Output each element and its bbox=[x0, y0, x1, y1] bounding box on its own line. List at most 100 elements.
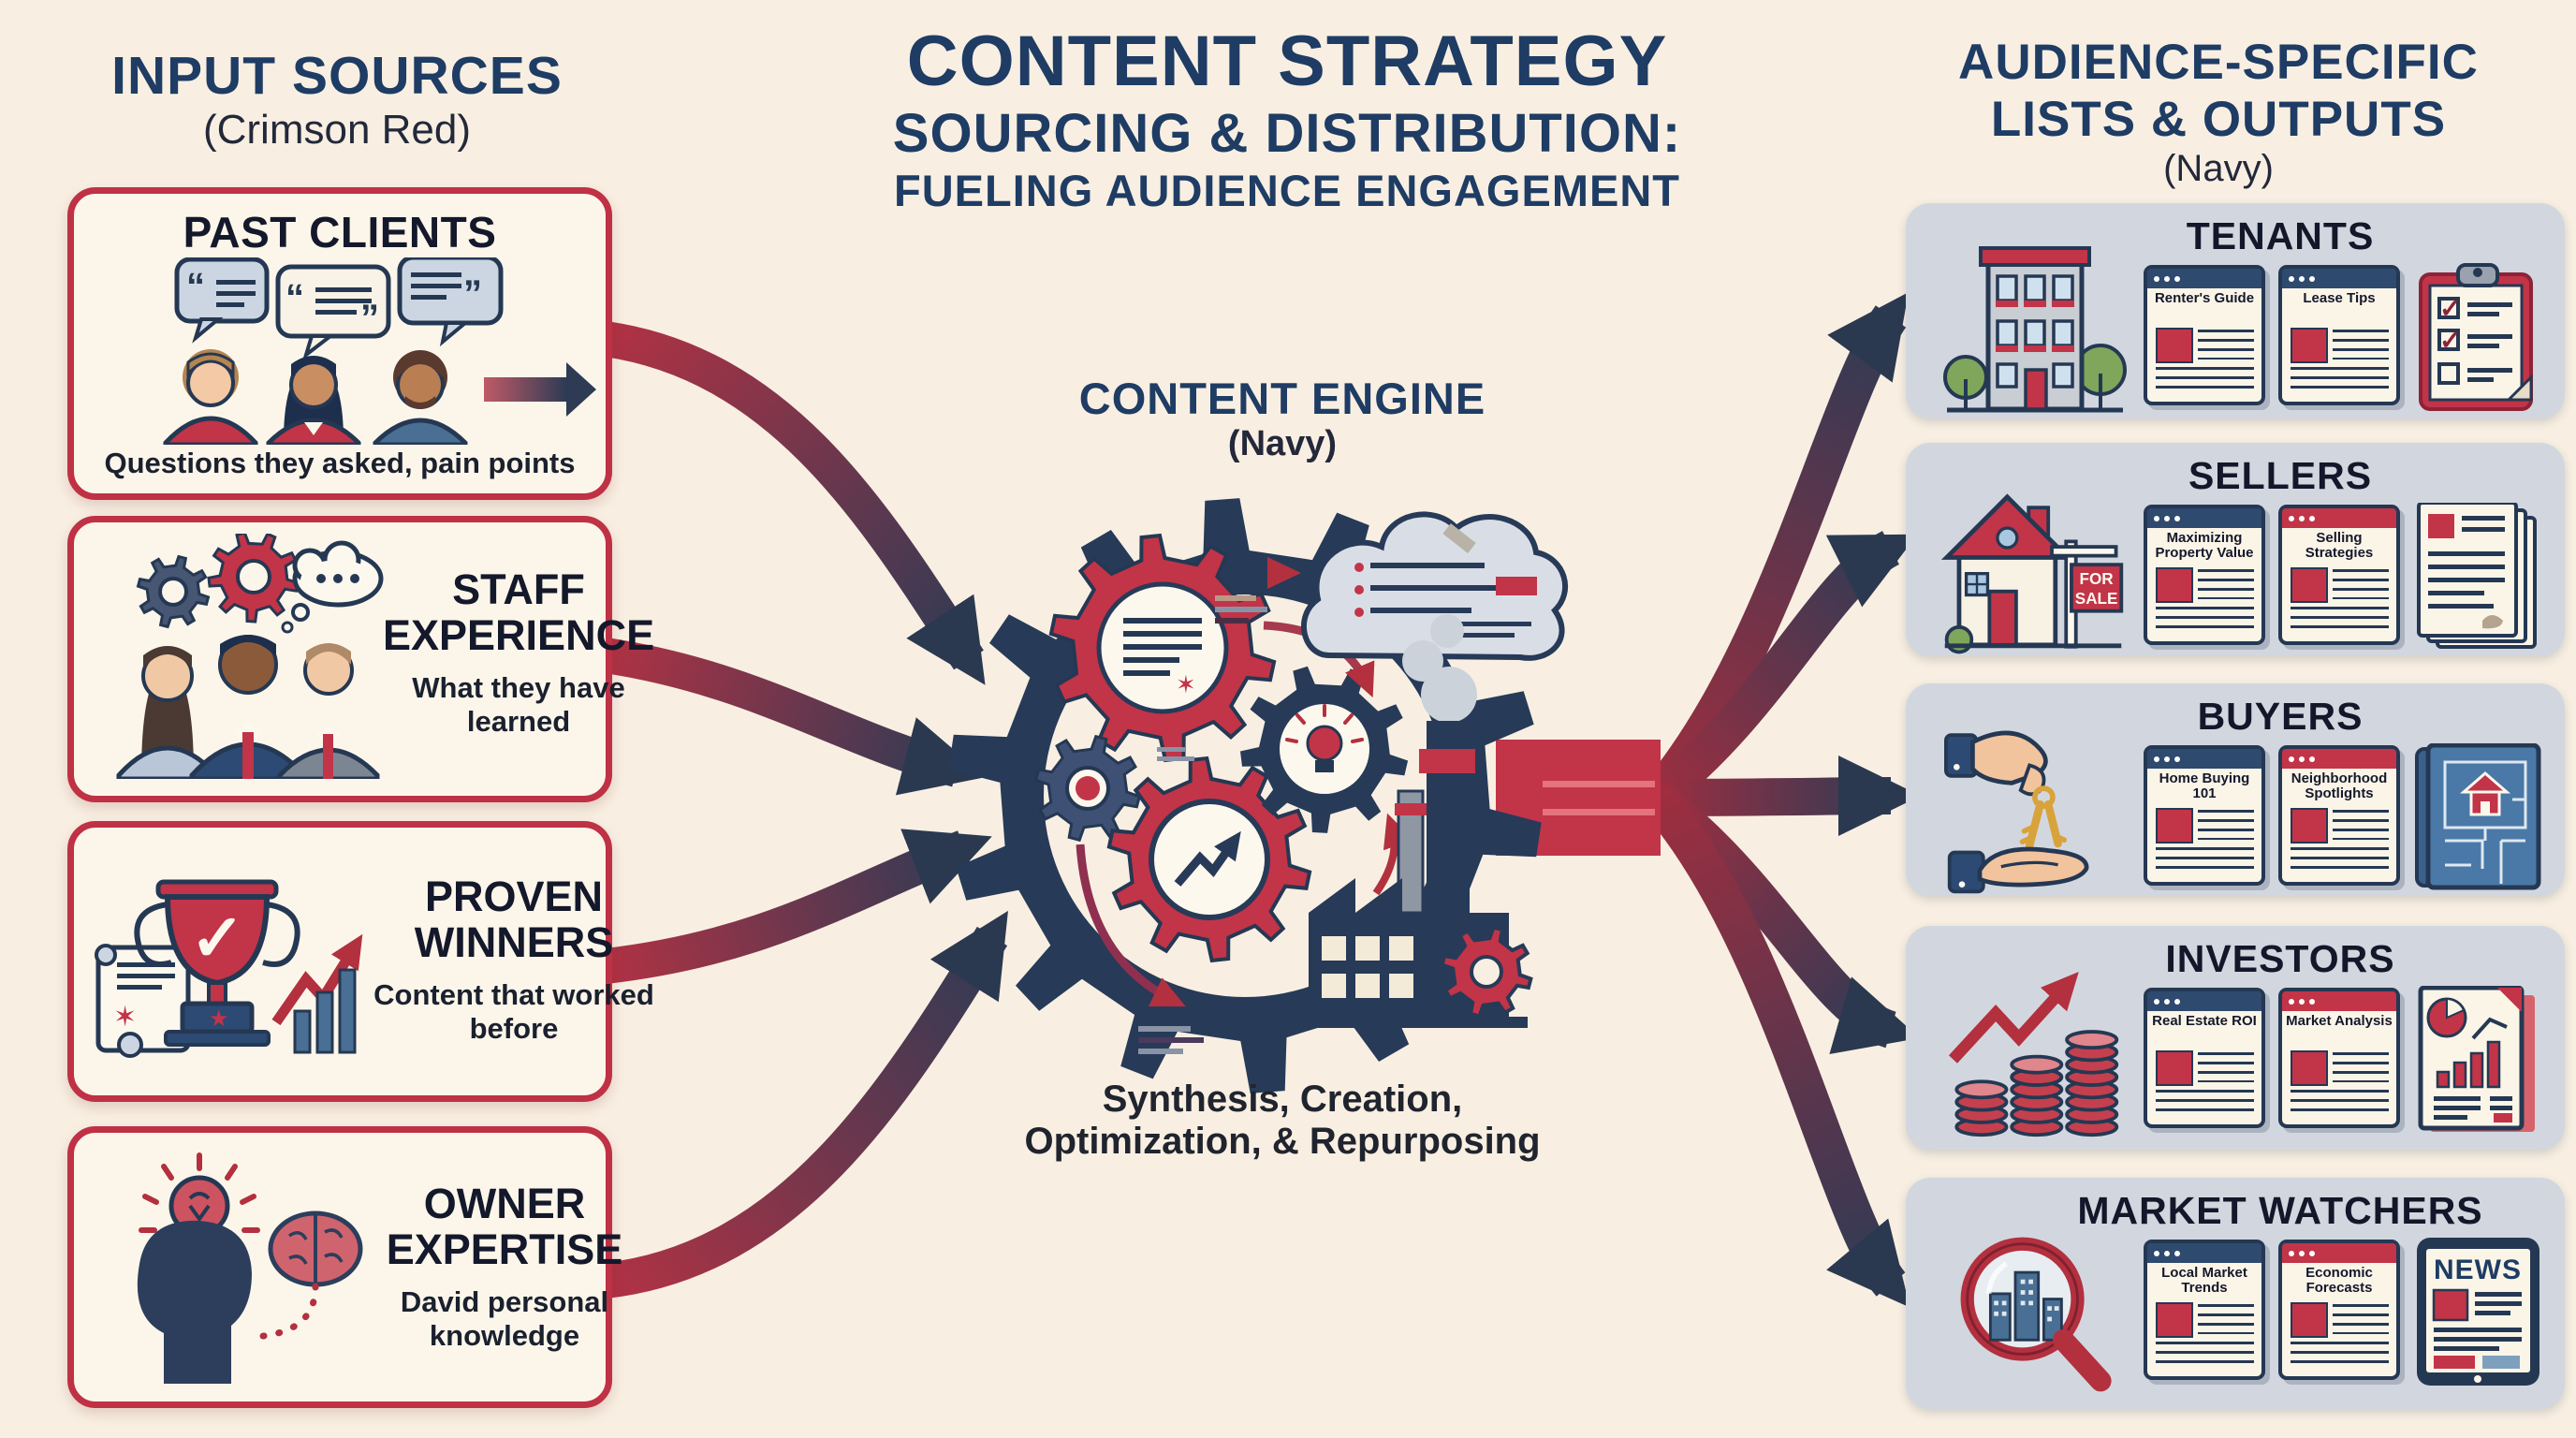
investors-card-market-analysis: Market Analysis bbox=[2278, 988, 2400, 1128]
clients-people-icon bbox=[163, 349, 468, 445]
main-title-line3: FUELING AUDIENCE ENGAGEMENT bbox=[894, 166, 1680, 215]
svg-text:✶: ✶ bbox=[113, 1002, 137, 1033]
sellers-card-maximizing-value: Maximizing Property Value bbox=[2144, 505, 2265, 645]
owner-expertise-title-line2: EXPERTISE bbox=[386, 1225, 623, 1273]
svg-text:”: ” bbox=[360, 298, 379, 339]
tenants-card-lease-tips: Lease Tips bbox=[2278, 265, 2400, 405]
idea-gear-icon bbox=[1240, 666, 1409, 833]
staff-experience-title-line2: EXPERIENCE bbox=[383, 610, 655, 659]
market-watchers-card-economic-forecasts: Economic Forecasts bbox=[2278, 1240, 2400, 1380]
card-label: Market Analysis bbox=[2286, 1014, 2393, 1029]
speech-bubbles-icon: “ “ ” ” bbox=[174, 257, 504, 360]
chart-gear-icon bbox=[1106, 756, 1312, 963]
card-label: Real Estate ROI bbox=[2152, 1014, 2257, 1029]
main-title: CONTENT STRATEGY SOURCING & DISTRIBUTION… bbox=[805, 21, 1769, 216]
svg-text:”: ” bbox=[463, 273, 482, 315]
audience-title-line1: AUDIENCE-SPECIFIC bbox=[1958, 35, 2479, 90]
card-label: Maximizing Property Value bbox=[2155, 531, 2254, 561]
output-flow-arrows bbox=[1640, 292, 1921, 1308]
svg-text:★: ★ bbox=[209, 1006, 229, 1032]
card-label: Home Buying 101 bbox=[2159, 771, 2250, 801]
content-engine-title: CONTENT ENGINE bbox=[1078, 374, 1486, 423]
input-sources-subtitle: (Crimson Red) bbox=[202, 107, 472, 153]
svg-text:“: “ bbox=[285, 277, 304, 318]
staff-experience-icon bbox=[116, 534, 384, 779]
card-label: Neighborhood Spotlights bbox=[2291, 771, 2388, 801]
buyers-card-neighborhood-spotlights: Neighborhood Spotlights bbox=[2278, 745, 2400, 886]
market-watchers-title: MARKET WATCHERS bbox=[2077, 1189, 2483, 1232]
news-tablet-icon: NEWS bbox=[2417, 1238, 2539, 1386]
input-box-owner-expertise: OWNER EXPERTISE David personal knowledge bbox=[67, 1126, 622, 1408]
key-handover-icon bbox=[1944, 730, 2089, 894]
for-sale-sign-line2: SALE bbox=[2075, 589, 2118, 608]
proven-winners-title-line1: PROVEN bbox=[424, 873, 604, 920]
sellers-title: SELLERS bbox=[2188, 454, 2373, 497]
owner-expertise-description: David personal knowledge bbox=[400, 1285, 609, 1352]
cloud-document-icon bbox=[1301, 511, 1568, 661]
tenants-card-renters-guide: Renter's Guide bbox=[2144, 265, 2265, 405]
growth-arrow-bars-icon bbox=[271, 933, 363, 1054]
audience-header: AUDIENCE-SPECIFIC LISTS & OUTPUTS (Navy) bbox=[1900, 34, 2537, 190]
clipboard-checklist-icon: ✓ ✓ bbox=[2419, 263, 2533, 411]
svg-text:✶: ✶ bbox=[1176, 670, 1196, 698]
investors-card-real-estate-roi: Real Estate ROI bbox=[2144, 988, 2265, 1128]
brain-icon bbox=[250, 1211, 363, 1341]
blueprint-icon bbox=[2415, 743, 2541, 890]
smoke-icon bbox=[1402, 614, 1477, 723]
input-box-staff-experience: STAFF EXPERIENCE What they have learned bbox=[67, 516, 654, 802]
audience-row-sellers: SELLERS FOR SALE Maximizing Property Val… bbox=[1906, 443, 2565, 656]
for-sale-sign-line1: FOR bbox=[2080, 569, 2115, 588]
staff-experience-title-line1: STAFF bbox=[452, 565, 585, 613]
card-label: Selling Strategies bbox=[2305, 531, 2374, 561]
staff-experience-text: STAFF EXPERIENCE What they have learned bbox=[383, 565, 655, 738]
audience-title-line2: LISTS & OUTPUTS bbox=[1990, 92, 2447, 147]
card-label: Economic Forecasts bbox=[2305, 1266, 2373, 1296]
input-sources-title: INPUT SOURCES bbox=[111, 46, 563, 106]
engine-caption-line2: Optimization, & Repurposing bbox=[1024, 1121, 1541, 1162]
proven-winners-description: Content that worked before bbox=[373, 978, 654, 1045]
coins-growth-icon bbox=[1948, 972, 2119, 1137]
stacked-documents-icon bbox=[2417, 503, 2537, 649]
sellers-card-selling-strategies: Selling Strategies bbox=[2278, 505, 2400, 645]
input-sources-header: INPUT SOURCES (Crimson Red) bbox=[37, 45, 637, 154]
magnifier-city-icon bbox=[1960, 1237, 2112, 1392]
proven-winners-title-line2: WINNERS bbox=[414, 917, 614, 966]
audience-row-market-watchers: MARKET WATCHERS Local Market Trends Econ… bbox=[1906, 1178, 2565, 1409]
house-for-sale-icon: FOR SALE bbox=[1940, 493, 2124, 654]
right-arrow-icon bbox=[484, 362, 596, 417]
audience-row-investors: INVESTORS Real Estate ROI Market Analysi… bbox=[1906, 926, 2565, 1150]
scroll-icon: ✶ bbox=[95, 944, 191, 1058]
analytics-report-icon bbox=[2418, 986, 2535, 1132]
svg-text:✓: ✓ bbox=[190, 902, 245, 975]
content-engine-subtitle: (Navy) bbox=[1227, 424, 1338, 463]
input-box-past-clients: PAST CLIENTS “ “ ” ” bbox=[67, 187, 612, 500]
card-label: Local Market Trends bbox=[2161, 1266, 2247, 1296]
owner-expertise-icon bbox=[137, 1152, 363, 1384]
staff-people-icon bbox=[116, 635, 380, 779]
investors-title: INVESTORS bbox=[2165, 937, 2395, 980]
content-engine-header: CONTENT ENGINE (Navy) bbox=[992, 373, 1573, 464]
past-clients-icon: “ “ ” ” bbox=[163, 257, 596, 445]
past-clients-title: PAST CLIENTS bbox=[183, 208, 497, 257]
main-title-line1: CONTENT STRATEGY bbox=[906, 22, 1668, 101]
past-clients-description: Questions they asked, pain points bbox=[104, 447, 576, 480]
audience-row-buyers: BUYERS Home Buying 101 Neighborhood Spot… bbox=[1906, 683, 2565, 896]
svg-text:“: “ bbox=[186, 266, 205, 307]
audience-row-tenants: TENANTS Renter's Guide Lease Tips bbox=[1906, 203, 2565, 418]
input-flow-arrows bbox=[603, 321, 1008, 1299]
proven-winners-text: PROVEN WINNERS Content that worked befor… bbox=[373, 873, 654, 1045]
buyers-title: BUYERS bbox=[2197, 695, 2364, 738]
svg-text:✓: ✓ bbox=[2439, 326, 2461, 355]
engine-caption-line1: Synthesis, Creation, bbox=[1102, 1078, 1463, 1120]
content-engine-illustration: ✶ bbox=[948, 498, 1568, 1093]
factory-icon bbox=[1295, 721, 1533, 1028]
engine-caption: Synthesis, Creation, Optimization, & Rep… bbox=[955, 1078, 1610, 1163]
audience-subtitle: (Navy) bbox=[2163, 148, 2274, 189]
head-silhouette-icon bbox=[137, 1220, 252, 1384]
card-label: Lease Tips bbox=[2303, 291, 2376, 306]
proven-winners-icon: ✶ ✓ ★ bbox=[95, 879, 363, 1058]
market-watchers-card-local-trends: Local Market Trends bbox=[2144, 1240, 2265, 1380]
main-title-line2: SOURCING & DISTRIBUTION: bbox=[892, 103, 1682, 164]
news-label: NEWS bbox=[2434, 1255, 2522, 1285]
